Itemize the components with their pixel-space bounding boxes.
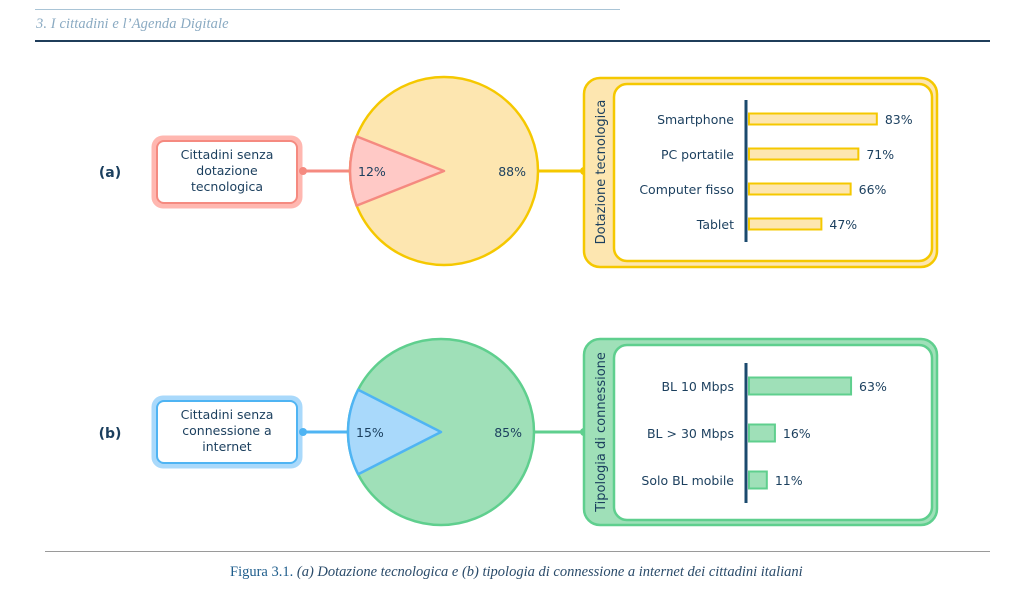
section-title: 3. I cittadini e l’Agenda Digitale	[36, 16, 229, 32]
bar-category-label: Solo BL mobile	[641, 473, 734, 488]
pie-slice-minor	[348, 135, 446, 207]
bar-value-label: 66%	[859, 182, 887, 197]
callout-line: connessione a	[182, 423, 271, 438]
pie-chart-a: 12% 88%	[348, 75, 540, 267]
breakdown-title-a: Dotazione tecnologica	[594, 100, 609, 245]
breakdown-title-b: Tipologia di connessione	[594, 352, 609, 513]
bar	[748, 470, 768, 490]
bar	[748, 182, 852, 196]
bar	[748, 147, 860, 161]
bar-chart-a: Smartphone 83% PC portatile 71% Computer fis…	[639, 112, 912, 232]
panel-label-b: (b)	[99, 426, 122, 442]
panel-b: (b) Cittadini senza connessione a intern…	[99, 337, 939, 527]
bar-value-label: 47%	[829, 217, 857, 232]
panel-label-a: (a)	[99, 165, 121, 181]
bar-value-label: 71%	[866, 147, 894, 162]
callout-line: Cittadini senza	[181, 407, 274, 422]
figure-caption: Figura 3.1. (a) Dotazione tecnologica e …	[230, 564, 803, 581]
bar-value-label: 83%	[885, 112, 913, 127]
bar	[748, 217, 823, 231]
caption-label: Figura 3.1.	[230, 564, 294, 580]
breakdown-panel-a: Dotazione tecnologica Smartphone 83% PC po…	[582, 76, 939, 269]
callout-line: internet	[202, 439, 252, 454]
callout-line: dotazione	[196, 163, 258, 178]
callout-box-a: Cittadini senza dotazione tecnologica	[151, 135, 303, 209]
bar-category-label: Smartphone	[657, 112, 734, 127]
bar-category-label: Tablet	[696, 217, 734, 232]
bar-category-label: BL > 30 Mbps	[647, 426, 734, 441]
bar-value-label: 63%	[859, 379, 887, 394]
bar-chart-b: BL 10 Mbps 63% BL > 30 Mbps 16% Solo BL mobi…	[641, 376, 887, 490]
pie-label-major: 88%	[498, 164, 526, 179]
callout-line: Cittadini senza	[181, 147, 274, 162]
pie-label-minor: 12%	[358, 164, 386, 179]
pie-chart-b: 15% 85%	[346, 337, 536, 527]
callout-line: tecnologica	[191, 179, 263, 194]
bar	[748, 112, 878, 126]
callout-box-b: Cittadini senza connessione a internet	[151, 395, 303, 469]
caption-text: (a) Dotazione tecnologica e (b) tipologi…	[296, 564, 803, 580]
bar-value-label: 16%	[783, 426, 811, 441]
bar-category-label: PC portatile	[661, 147, 734, 162]
top-rule	[35, 9, 620, 10]
pie-label-minor: 15%	[356, 425, 384, 440]
header-rule	[35, 40, 990, 42]
pie-slice-minor	[346, 388, 443, 476]
caption-rule	[45, 551, 990, 552]
bar-value-label: 11%	[775, 473, 803, 488]
connector-dot	[299, 167, 307, 175]
pie-label-major: 85%	[494, 425, 522, 440]
panel-a: (a) Cittadini senza dotazione tecnologic…	[99, 75, 939, 269]
bar	[748, 423, 776, 443]
bar-category-label: Computer fisso	[639, 182, 734, 197]
bar	[748, 376, 853, 396]
bar-category-label: BL 10 Mbps	[661, 379, 734, 394]
connector-dot	[299, 428, 307, 436]
